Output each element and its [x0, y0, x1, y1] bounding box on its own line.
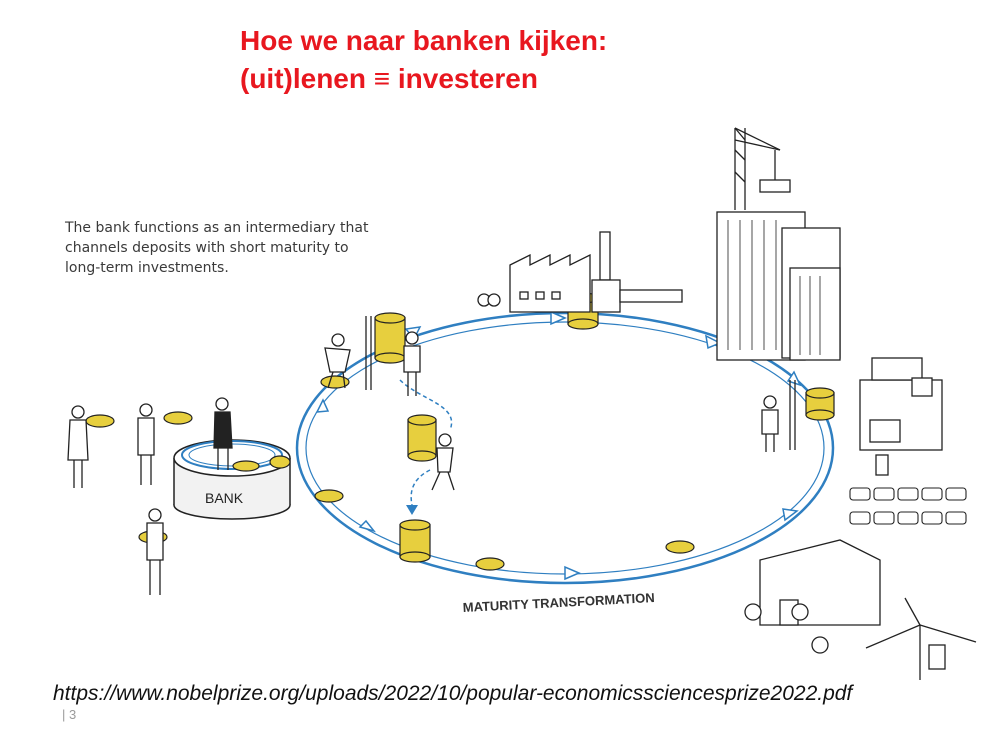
- coin-stack-icon: [407, 414, 437, 462]
- wind-turbine-icon: [865, 597, 977, 680]
- cycle-label: MATURITY TRANSFORMATION: [462, 590, 655, 615]
- title-line-2: (uit)lenen ≡ investeren: [240, 63, 538, 94]
- building-windows: [727, 220, 821, 355]
- warehouse-icon: [744, 539, 881, 654]
- machine-icon: [859, 357, 943, 476]
- factory-icon: [477, 231, 683, 313]
- person-icon: [324, 333, 351, 389]
- flow-arrow-icon: [786, 370, 802, 387]
- title-line-1: Hoe we naar banken kijken:: [240, 25, 608, 56]
- coin-stack-icon: [805, 387, 835, 421]
- description-text: The bank functions as an intermediary th…: [65, 218, 405, 278]
- slide-title: Hoe we naar banken kijken: (uit)lenen ≡ …: [240, 22, 607, 98]
- flow-arrow-icon: [782, 508, 799, 522]
- flow-arrow-icon: [550, 310, 567, 326]
- person-icon: [137, 403, 155, 485]
- measuring-pole-icon: [365, 316, 372, 390]
- skyscraper-icon: [716, 211, 841, 361]
- coin-stack-icon: [374, 312, 406, 364]
- flow-arrow-icon: [705, 334, 722, 350]
- person-icon: [213, 397, 233, 470]
- flow-arrow-icon: [564, 565, 581, 581]
- person-icon: [67, 405, 89, 488]
- flow-arrow-icon: [315, 398, 330, 413]
- description-line-1: The bank functions as an intermediary th…: [65, 220, 369, 236]
- coin-stack-icon: [399, 519, 431, 563]
- crane-icon: [734, 127, 791, 210]
- car-icon: [849, 487, 967, 525]
- person-icon: [761, 380, 796, 452]
- page-number: | 3: [62, 707, 77, 722]
- source-link[interactable]: https://www.nobelprize.org/uploads/2022/…: [53, 682, 853, 705]
- bank-label: BANK: [205, 490, 244, 506]
- person-icon: [146, 508, 164, 595]
- flow-cycle: [295, 310, 835, 585]
- bank-building: [173, 439, 291, 520]
- description-line-3: long-term investments.: [65, 260, 229, 276]
- description-line-2: channels deposits with short maturity to: [65, 240, 349, 256]
- person-icon: [403, 331, 421, 396]
- flow-arrow-icon: [358, 519, 377, 533]
- person-icon: [431, 433, 455, 491]
- down-arrow-icon: [406, 505, 418, 515]
